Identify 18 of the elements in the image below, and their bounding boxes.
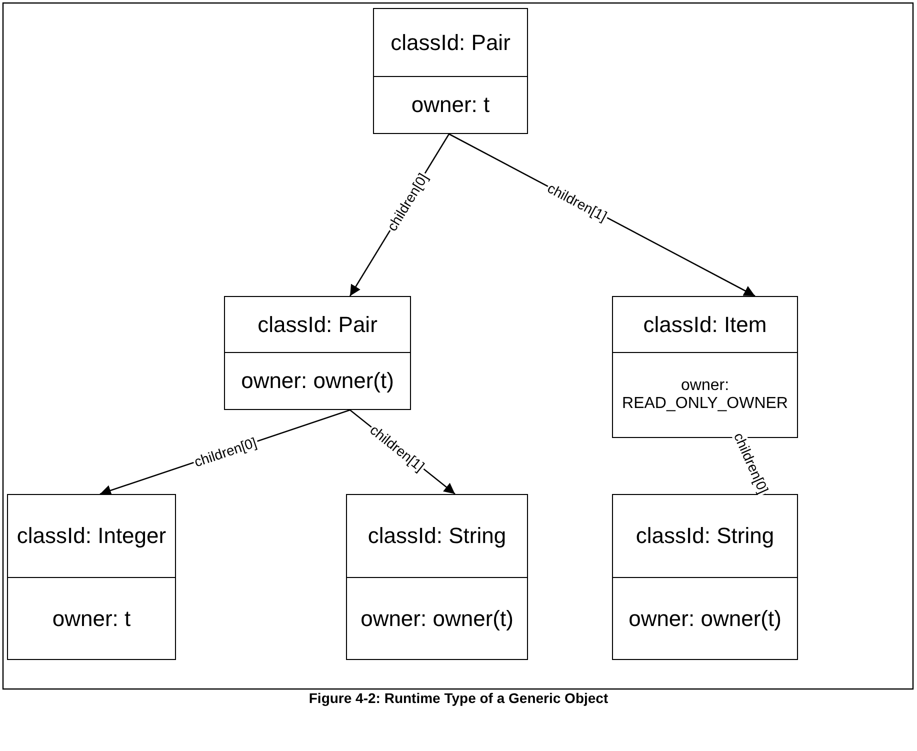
owner-text: owner: READ_ONLY_OWNER: [621, 377, 789, 413]
class-box: [373, 8, 528, 134]
class-name-text: classId: String: [368, 523, 506, 549]
owner-text: owner: owner(t): [360, 606, 514, 632]
owner-text: owner: t: [411, 92, 490, 118]
class-name-text: classId: Item: [643, 312, 767, 338]
class-box: [612, 494, 798, 660]
class-box: [224, 296, 411, 410]
class-name-text: classId: String: [636, 523, 774, 549]
owner-text: owner: owner(t): [628, 606, 782, 632]
class-name-text: classId: Pair: [390, 30, 510, 56]
class-name-text: classId: Pair: [258, 312, 378, 338]
class-box: [7, 494, 176, 660]
owner-text: owner: t: [52, 606, 131, 632]
figure-caption: Figure 4-2: Runtime Type of a Generic Object: [308, 690, 608, 706]
class-name-text: classId: Integer: [16, 523, 166, 549]
owner-text: owner: owner(t): [241, 368, 394, 394]
class-box: [346, 494, 528, 660]
